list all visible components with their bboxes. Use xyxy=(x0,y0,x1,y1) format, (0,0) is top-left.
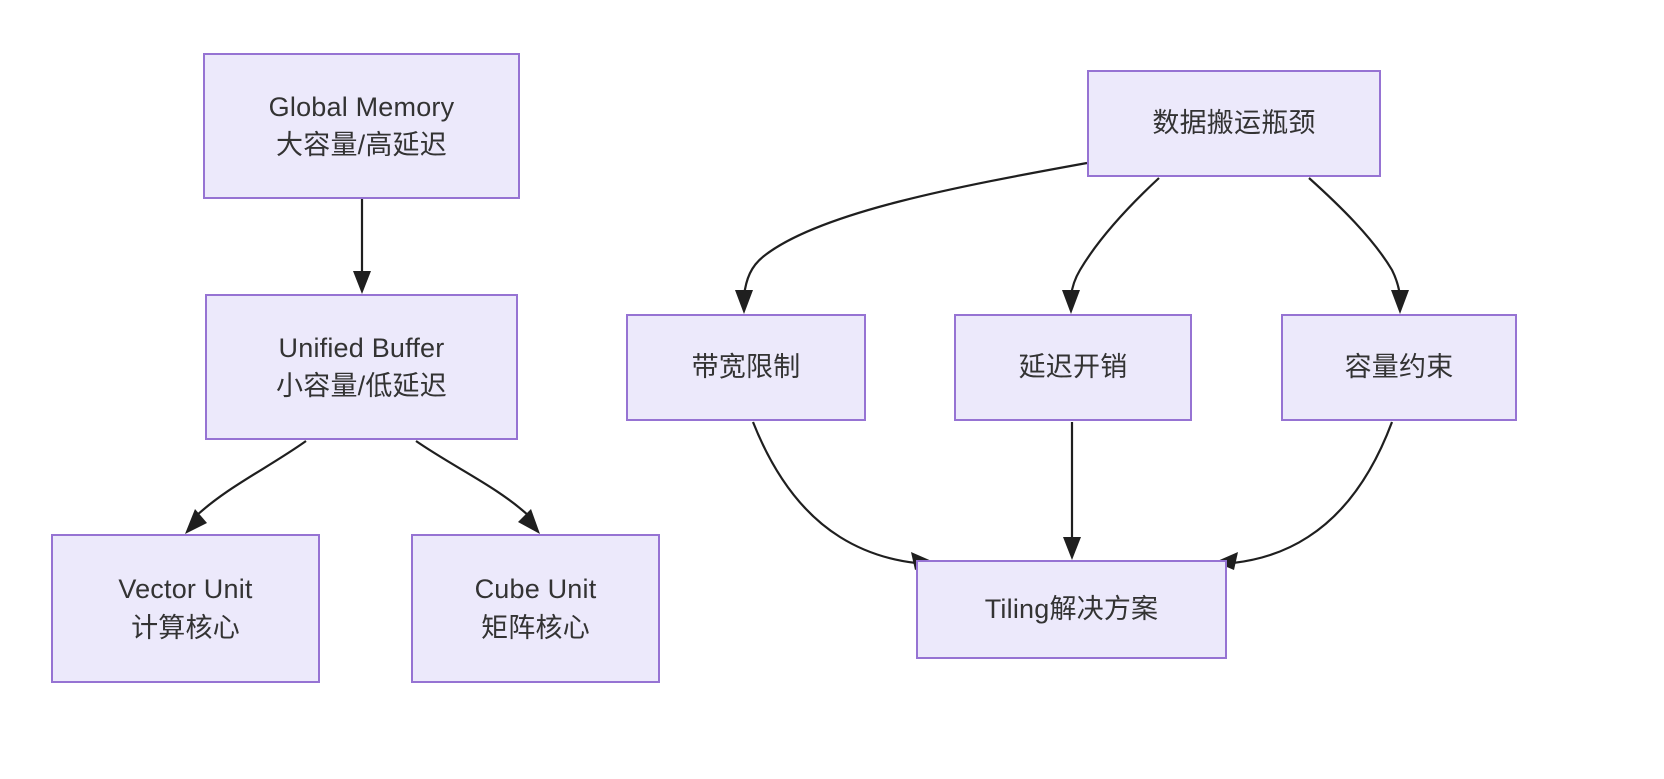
edge-latency-overhead-to-tiling-solution xyxy=(1063,422,1081,560)
edge-unified-buffer-to-vector-unit xyxy=(185,440,307,534)
node-vector-unit-line-1: Vector Unit xyxy=(118,574,253,605)
node-vector-unit[interactable]: Vector Unit 计算核心 xyxy=(51,534,320,683)
edge-global-memory-to-unified-buffer xyxy=(353,199,371,294)
node-latency-overhead-line-1: 延迟开销 xyxy=(1018,352,1128,383)
node-global-memory[interactable]: Global Memory 大容量/高延迟 xyxy=(203,53,520,199)
node-data-movement-bottleneck-line-1: 数据搬运瓶颈 xyxy=(1152,108,1316,139)
node-latency-overhead[interactable]: 延迟开销 xyxy=(954,314,1192,421)
node-cube-unit-line-2: 矩阵核心 xyxy=(481,612,590,643)
node-unified-buffer-line-1: Unified Buffer xyxy=(278,332,445,363)
node-global-memory-line-2: 大容量/高延迟 xyxy=(276,130,447,160)
node-bandwidth-limit-line-1: 带宽限制 xyxy=(691,352,801,383)
node-bandwidth-limit[interactable]: 带宽限制 xyxy=(626,314,866,421)
node-capacity-constraint-line-1: 容量约束 xyxy=(1344,352,1454,383)
node-tiling-solution[interactable]: Tiling解决方案 xyxy=(916,560,1227,659)
edge-bandwidth-limit-to-tiling-solution xyxy=(751,421,934,570)
node-data-movement-bottleneck[interactable]: 数据搬运瓶颈 xyxy=(1087,70,1381,177)
node-unified-buffer-line-2: 小容量/低延迟 xyxy=(276,371,447,401)
edge-bottleneck-to-bandwidth-limit xyxy=(735,161,1088,314)
edge-unified-buffer-to-cube-unit xyxy=(415,440,540,534)
node-tiling-solution-line-1: Tiling解决方案 xyxy=(984,594,1159,625)
node-capacity-constraint[interactable]: 容量约束 xyxy=(1281,314,1517,421)
edge-bottleneck-to-latency-overhead xyxy=(1062,177,1160,314)
edge-capacity-constraint-to-tiling-solution xyxy=(1215,421,1394,570)
node-cube-unit-line-1: Cube Unit xyxy=(474,574,597,605)
node-cube-unit[interactable]: Cube Unit 矩阵核心 xyxy=(411,534,660,683)
node-vector-unit-line-2: 计算核心 xyxy=(131,612,240,643)
edge-bottleneck-to-capacity-constraint xyxy=(1308,177,1409,314)
node-global-memory-line-1: Global Memory xyxy=(268,91,455,122)
node-unified-buffer[interactable]: Unified Buffer 小容量/低延迟 xyxy=(205,294,518,440)
